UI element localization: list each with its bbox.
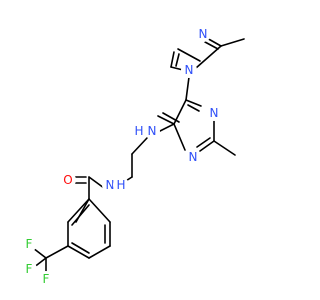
bond (173, 123, 186, 151)
bond (170, 51, 175, 68)
atoms: N N N N N H N H O F F F (21, 26, 222, 287)
molecule-structure-diagram: N N N N N H N H O F F F (21, 26, 245, 287)
atom-label-carbonyl-o: O (63, 173, 72, 187)
atom-label-amide-h: H (116, 178, 125, 192)
atom-label-n-pyrimidine-1: N (189, 150, 198, 164)
bond (185, 76, 190, 101)
bond (204, 41, 219, 50)
bond (199, 140, 215, 152)
bond (187, 104, 200, 112)
bond (185, 99, 202, 107)
bond (195, 45, 222, 69)
atom-label-amine-h: H (134, 124, 143, 138)
bond (88, 245, 111, 259)
bond (170, 66, 184, 71)
bond (131, 137, 148, 155)
bond (157, 123, 175, 133)
bond (213, 140, 236, 156)
bond (67, 198, 90, 223)
atom-label-fluorine-1: F (26, 237, 33, 251)
bond (71, 242, 90, 254)
atom-label-n-pyrimidine-3: N (210, 106, 219, 120)
atom-label-amine-n: N (148, 124, 157, 138)
bond (220, 38, 245, 47)
atom-label-n-imidazole-3: N (199, 27, 208, 41)
atom-label-amide-n: N (106, 178, 115, 192)
bonds (32, 36, 245, 273)
bond (45, 245, 69, 259)
bond (67, 245, 90, 259)
bond (88, 198, 111, 223)
bond (88, 176, 105, 189)
bond (196, 137, 211, 148)
bond (175, 53, 180, 67)
atom-label-n-imidazole-1: N (185, 63, 194, 77)
bond (157, 115, 175, 125)
atom-label-fluorine-2: F (26, 262, 33, 276)
bond (71, 204, 90, 226)
bond (32, 247, 47, 259)
bond (162, 112, 180, 123)
bond (177, 48, 201, 62)
atom-label-fluorine-3: F (43, 272, 50, 286)
